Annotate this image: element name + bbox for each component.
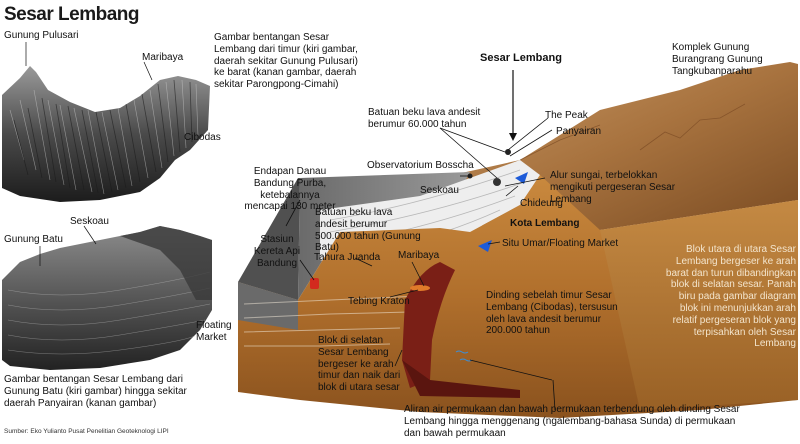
label-blok-utara: Blok utara di utara Sesar Lembang berges… — [665, 244, 796, 350]
caption-top-panel: Gambar bentangan Sesar Lembang dari timu… — [214, 32, 358, 91]
label-maribaya-top: Maribaya — [142, 52, 184, 63]
label-tebing-kraton: Tebing Kraton — [348, 296, 410, 307]
label-tahura-juanda: Tahura Juanda — [314, 252, 381, 263]
label-cibodas: Cibodas — [184, 132, 221, 143]
label-situ-umar: Situ Umar/Floating Market — [502, 238, 619, 249]
label-endapan-danau: Endapan Danau Bandung Purba, ketebalanny… — [244, 166, 336, 213]
label-batuan-500000: Batuan beku lava andesit berumur 500.000… — [315, 207, 421, 254]
source-credit: Sumber: Eko Yulianto Pusat Penelitian Ge… — [4, 428, 169, 435]
page-title: Sesar Lembang — [4, 4, 140, 25]
label-observatorium-bosscha: Observatorium Bosscha — [367, 160, 474, 171]
caption-bottom-panel: Gambar bentangan Sesar Lembang dari Gunu… — [4, 374, 187, 409]
label-the-peak: The Peak — [545, 110, 588, 121]
terrain-bottom-image — [2, 226, 212, 370]
label-gunung-batu: Gunung Batu — [4, 234, 63, 245]
block-diagram — [25, 42, 798, 418]
label-stasiun-bandung: Stasiun Kereta Api Bandung — [253, 234, 301, 269]
label-chideung: Chideung — [520, 198, 563, 209]
label-seskoau: Seskoau — [420, 185, 459, 196]
label-batuan-60000: Batuan beku lava andesit berumur 60.000 … — [368, 107, 481, 130]
label-aliran-air: Aliran air permukaan dan bawah permukaan… — [404, 404, 740, 439]
label-alur-sungai: Alur sungai, terbelokkan mengikuti perge… — [550, 170, 676, 205]
label-floating-market: Floating Market — [196, 320, 232, 343]
label-kota-lembang: Kota Lembang — [510, 218, 580, 229]
label-sesar-lembang: Sesar Lembang — [480, 52, 562, 64]
label-panyairan: Panyairan — [556, 126, 602, 137]
label-seskoau-bottom: Seskoau — [70, 216, 109, 227]
label-gunung-pulusari: Gunung Pulusari — [4, 30, 79, 41]
label-dinding-timur: Dinding sebelah timur Sesar Lembang (Cib… — [486, 290, 618, 337]
label-maribaya: Maribaya — [398, 250, 440, 261]
label-komplek-gunung: Komplek Gunung Burangrang Gunung Tangkub… — [672, 42, 763, 77]
terrain-top-image — [2, 66, 210, 202]
label-blok-selatan: Blok di selatan Sesar Lembang bergeser k… — [318, 335, 401, 394]
